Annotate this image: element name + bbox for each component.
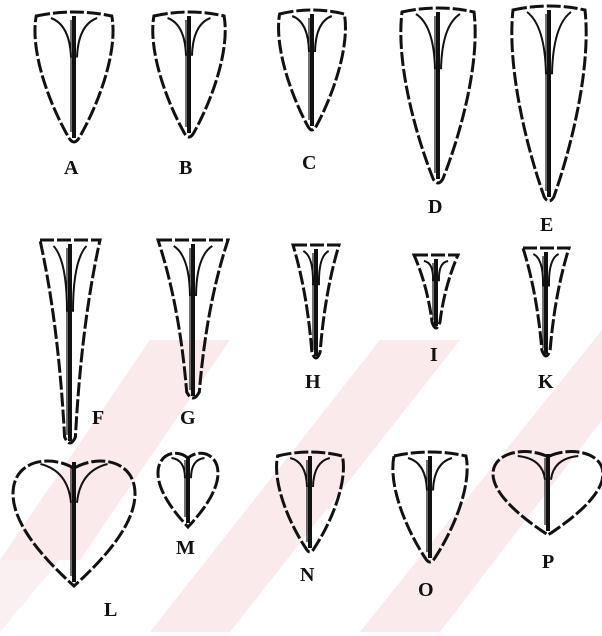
watermark-band — [0, 560, 60, 632]
label-h: H — [305, 372, 321, 392]
label-n: N — [300, 565, 314, 585]
inner-fold-g — [196, 246, 212, 296]
inner-fold-a — [77, 18, 97, 58]
label-i: I — [430, 345, 438, 365]
label-g: G — [180, 408, 196, 428]
label-o: O — [418, 580, 434, 600]
label-p: P — [542, 552, 554, 572]
inner-fold-g — [174, 246, 190, 296]
inner-fold-e — [552, 12, 571, 74]
label-b: B — [179, 158, 192, 178]
inner-fold-e — [527, 12, 546, 74]
watermark-band — [0, 340, 230, 560]
inner-fold-f — [73, 246, 87, 312]
label-e: E — [540, 215, 553, 235]
inner-fold-d — [416, 14, 435, 69]
inner-fold-c — [292, 16, 309, 52]
inner-fold-d — [441, 14, 460, 69]
label-f: F — [92, 408, 104, 428]
inner-fold-o — [433, 458, 452, 491]
inner-fold-h — [319, 251, 329, 285]
inner-fold-k — [533, 254, 543, 287]
inner-fold-h — [303, 251, 313, 285]
label-l: L — [104, 600, 117, 620]
inner-fold-m — [191, 458, 205, 478]
label-d: D — [428, 197, 442, 217]
inner-fold-b — [192, 18, 210, 56]
inner-fold-k — [549, 254, 559, 287]
inner-fold-i — [439, 261, 448, 281]
inner-fold-o — [408, 458, 427, 491]
label-k: K — [538, 372, 554, 392]
inner-fold-c — [315, 16, 332, 52]
label-a: A — [64, 158, 78, 178]
inner-fold-b — [168, 18, 186, 56]
inner-fold-a — [51, 18, 71, 58]
inner-fold-i — [424, 261, 433, 281]
label-m: M — [176, 538, 195, 558]
inner-fold-f — [54, 246, 68, 312]
inner-fold-m — [172, 458, 186, 478]
label-c: C — [302, 153, 316, 173]
